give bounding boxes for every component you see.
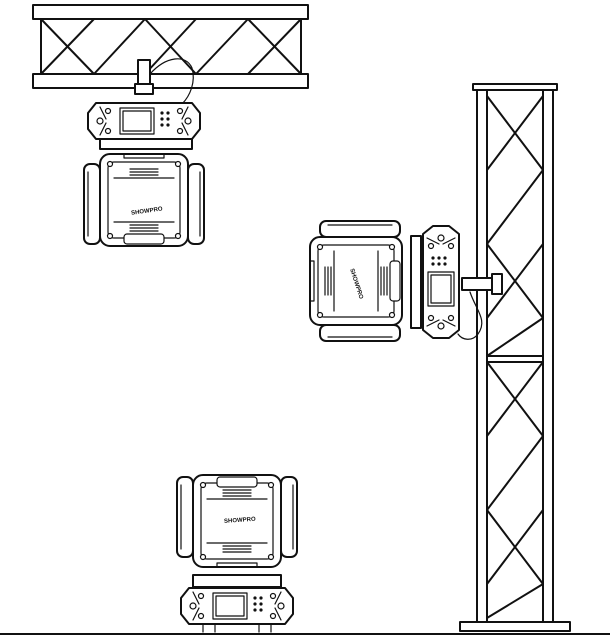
brand-label-top: SHOWPRO: [131, 206, 164, 216]
clamp: [134, 58, 194, 105]
floor-fixture: SHOWPRO: [176, 474, 298, 633]
side-clamp: [457, 273, 503, 340]
brand-label-floor: SHOWPRO: [224, 517, 256, 525]
yoke-bottom: [192, 574, 282, 588]
horizontal-truss: [32, 4, 309, 89]
yoke-top: [99, 138, 193, 150]
wall-mounted-fixture: SHOWPRO: [309, 220, 503, 342]
hanging-fixture: SHOWPRO: [83, 58, 205, 247]
vertical-truss: [459, 83, 571, 632]
yoke-side: [410, 235, 422, 329]
